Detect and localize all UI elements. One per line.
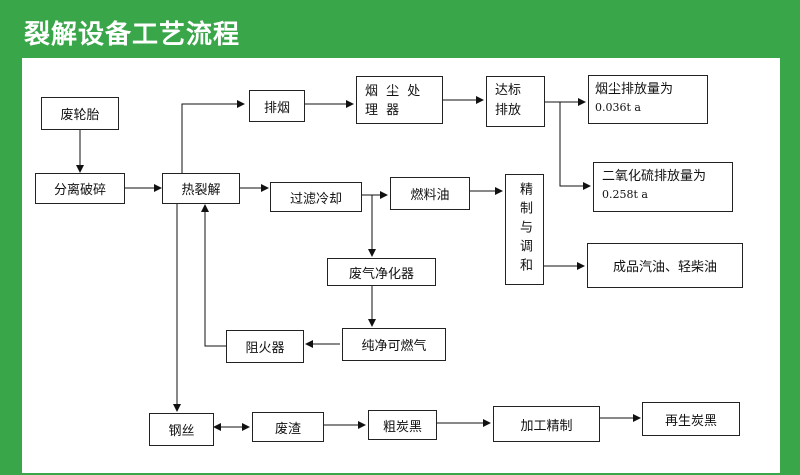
so2-emission-label: 二氧化硫排放量为 <box>602 169 707 184</box>
node-gas-purifier: 废气净化器 <box>327 258 436 286</box>
dust-emission-label: 烟尘排放量为 <box>595 82 674 97</box>
node-exhaust: 排烟 <box>249 90 305 122</box>
node-filter-cooling: 过滤冷却 <box>270 182 362 212</box>
refine-blend-text: 精制与调和 <box>517 182 532 277</box>
arrow-pyrolysis-to-exhaust <box>181 100 245 174</box>
node-pure-gas: 纯净可燃气 <box>342 328 446 361</box>
dust-emission-value: 0.036t a <box>595 101 641 114</box>
node-dust-treatment: 烟 尘 处 理 器 <box>356 76 443 124</box>
node-fuel-oil: 燃料油 <box>390 177 470 210</box>
node-crude-carbon-black: 粗炭黑 <box>368 410 437 440</box>
node-processing-refining: 加工精制 <box>493 406 600 442</box>
node-finished-products: 成品汽油、轻柴油 <box>587 243 743 288</box>
arrow-discharge-to-so2 <box>559 102 591 190</box>
node-waste-residue: 废渣 <box>252 412 324 442</box>
page-title: 裂解设备工艺流程 <box>24 20 241 50</box>
arrow-arrester-to-pyrolysis <box>201 204 226 347</box>
node-refine-blend: 精制与调和 <box>505 174 544 285</box>
node-recycled-carbon-black: 再生炭黑 <box>642 402 740 436</box>
node-dust-emission: 烟尘排放量为 0.036t a <box>588 75 708 124</box>
node-pyrolysis: 热裂解 <box>162 173 240 204</box>
node-flame-arrester: 阻火器 <box>226 330 304 363</box>
node-so2-emission: 二氧化硫排放量为 0.258t a <box>593 162 733 212</box>
node-steel-wire: 钢丝 <box>149 413 214 446</box>
node-waste-tire: 废轮胎 <box>41 97 119 130</box>
node-standard-discharge: 达标 排放 <box>486 76 545 127</box>
so2-emission-value: 0.258t a <box>602 188 648 201</box>
node-separation-crushing: 分离破碎 <box>35 173 125 204</box>
